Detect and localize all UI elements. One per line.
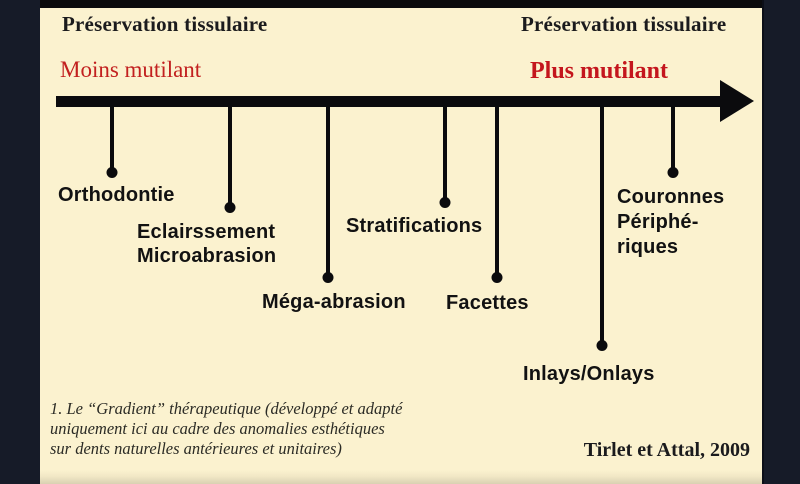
stem-orthodontie: [106, 103, 118, 178]
treatment-label-mega-abrasion: Méga-abrasion: [262, 291, 406, 313]
stem-dot: [224, 202, 236, 213]
source-credit: Tirlet et Attal, 2009: [583, 439, 750, 461]
title-preservation-right: Préservation tissulaire: [521, 12, 727, 36]
treatment-label-orthodontie: Orthodontie: [58, 184, 175, 206]
gradient-diagram-panel: Préservation tissulaire Préservation tis…: [40, 8, 762, 484]
stem-stratifications: [439, 103, 451, 208]
left-dark-strip: [0, 0, 42, 484]
stem-dot: [439, 197, 451, 208]
right-dark-strip: [762, 0, 800, 484]
stem-dot: [322, 272, 334, 283]
figure-caption: 1. Le “Gradient” thérapeutique (développ…: [50, 399, 403, 458]
axis-label-moins-mutilant: Moins mutilant: [60, 57, 202, 82]
stem-dot: [667, 167, 679, 178]
axis-label-plus-mutilant: Plus mutilant: [530, 58, 669, 84]
treatment-label-inlays-onlays: Inlays/Onlays: [523, 363, 655, 385]
stem-dot: [106, 167, 118, 178]
treatment-label-stratifications: Stratifications: [346, 215, 483, 237]
gradient-arrow-head-icon: [720, 80, 754, 122]
treatment-label-couronnes-peripheriques: Couronnes Périphé- riques: [617, 186, 725, 258]
stem-dot: [596, 340, 608, 351]
treatment-label-eclairssement-microabrasion: Eclairssement Microabrasion: [137, 221, 277, 267]
stem-dot: [491, 272, 503, 283]
title-preservation-left: Préservation tissulaire: [62, 12, 268, 36]
stem-eclairssement: [224, 103, 236, 213]
top-black-border: [40, 0, 762, 8]
gradient-axis-bar: [56, 96, 724, 107]
stem-mega-abrasion: [322, 103, 334, 283]
stem-couronnes: [667, 103, 679, 178]
stem-facettes: [491, 103, 503, 283]
stem-inlays-onlays: [596, 103, 608, 351]
treatment-label-facettes: Facettes: [446, 292, 529, 314]
